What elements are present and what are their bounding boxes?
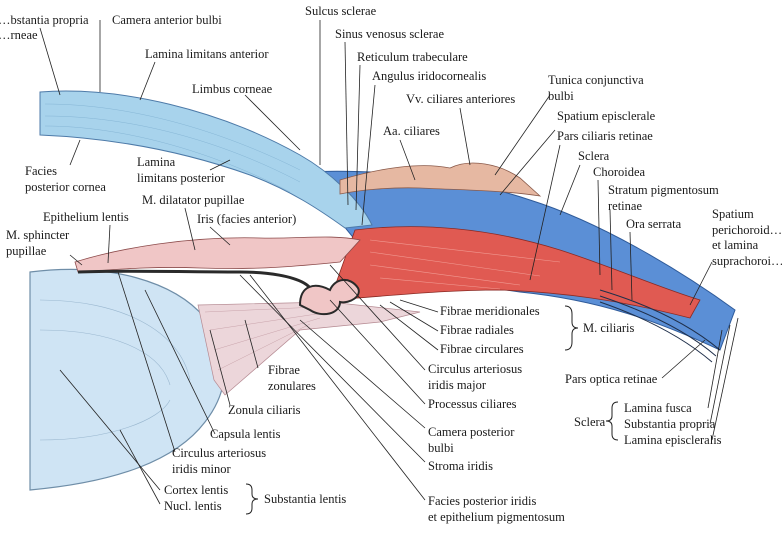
label-camera-posterior-1: Camera posterior xyxy=(428,425,515,439)
labels: …bstantia propria …rneae Camera anterior… xyxy=(0,4,782,524)
label-substantia-propria-1: …bstantia propria xyxy=(0,13,89,27)
cornea-lamellae xyxy=(44,103,301,193)
label-circulus-minor-1: Circulus arteriosus xyxy=(172,446,266,460)
label-pars-ciliaris-retinae: Pars ciliaris retinae xyxy=(557,129,653,143)
label-capsula-lentis: Capsula lentis xyxy=(210,427,281,441)
label-angulus-iridocornealis: Angulus iridocornealis xyxy=(372,69,486,83)
label-sinus-venosus: Sinus venosus sclerae xyxy=(335,27,444,41)
label-ora-serrata: Ora serrata xyxy=(626,217,682,231)
label-facies-posterior-iridis-2: et epithelium pigmentosum xyxy=(428,510,565,524)
label-zonula-ciliaris: Zonula ciliaris xyxy=(228,403,301,417)
m-ciliaris-brace xyxy=(564,305,579,351)
label-facies-posterior-cornea-1: Facies xyxy=(25,164,57,178)
label-circulus-major-2: iridis major xyxy=(428,378,487,392)
label-spatium-2: perichoroid… xyxy=(712,223,782,237)
label-fibrae-radiales: Fibrae radiales xyxy=(440,323,514,337)
label-substantia-lentis: Substantia lentis xyxy=(264,492,346,506)
label-facies-posterior-cornea-2: posterior cornea xyxy=(25,180,106,194)
label-camera-posterior-2: bulbi xyxy=(428,441,454,455)
label-aa-ciliares: Aa. ciliares xyxy=(383,124,440,138)
label-circulus-minor-2: iridis minor xyxy=(172,462,232,476)
label-fibrae-zonulares-2: zonulares xyxy=(268,379,316,393)
label-pars-optica-retinae: Pars optica retinae xyxy=(565,372,658,386)
label-spatium-3: et lamina xyxy=(712,238,759,252)
label-m-sphincter-1: M. sphincter xyxy=(6,228,70,242)
label-choroidea: Choroidea xyxy=(593,165,646,179)
label-tunica-conjunctiva-2: bulbi xyxy=(548,89,574,103)
ciliary-processes xyxy=(298,279,360,316)
label-lamina-episcleralis: Lamina episcleralis xyxy=(624,433,722,447)
label-substantia-propria-2: …rneae xyxy=(0,28,38,42)
label-processus-ciliares: Processus ciliares xyxy=(428,397,517,411)
conjunctiva xyxy=(339,162,542,197)
choroid-layers xyxy=(599,289,721,363)
label-sulcus-sclerae: Sulcus sclerae xyxy=(305,4,377,18)
label-nucl-lentis: Nucl. lentis xyxy=(164,499,222,513)
label-tunica-conjunctiva-1: Tunica conjunctiva xyxy=(548,73,644,87)
lens-nucleus-lines xyxy=(39,299,191,441)
label-fibrae-zonulares-1: Fibrae xyxy=(268,363,300,377)
label-sclera-top: Sclera xyxy=(578,149,610,163)
substantia-lentis-brace xyxy=(245,483,259,515)
anatomy-illustration xyxy=(29,90,736,491)
zonula-ciliaris xyxy=(197,301,421,396)
label-spatium-4: suprachoroi… xyxy=(712,254,782,268)
label-facies-posterior-iridis-1: Facies posterior iridis xyxy=(428,494,536,508)
label-substantia-propria-bottom: Substantia propria xyxy=(624,417,716,431)
label-lamina-limitans-posterior-2: limitans posterior xyxy=(137,171,226,185)
label-m-sphincter-2: pupillae xyxy=(6,244,47,258)
label-fibrae-meridionales: Fibrae meridionales xyxy=(440,304,540,318)
label-circulus-major-1: Circulus arteriosus xyxy=(428,362,522,376)
label-limbus-corneae: Limbus corneae xyxy=(192,82,273,96)
label-stratum-pigmentosum-2: retinae xyxy=(608,199,642,213)
label-sclera-bottom: Sclera xyxy=(574,415,606,429)
label-spatium-1: Spatium xyxy=(712,207,754,221)
label-cortex-lentis: Cortex lentis xyxy=(164,483,228,497)
label-vv-ciliares: Vv. ciliares anteriores xyxy=(406,92,515,106)
sclera-layers-brace xyxy=(605,401,619,441)
label-stratum-pigmentosum-1: Stratum pigmentosum xyxy=(608,183,719,197)
cornea xyxy=(39,90,373,229)
label-lamina-limitans-posterior-1: Lamina xyxy=(137,155,176,169)
label-lamina-fusca: Lamina fusca xyxy=(624,401,692,415)
label-stroma-iridis: Stroma iridis xyxy=(428,459,493,473)
label-iris-facies-anterior: Iris (facies anterior) xyxy=(197,212,296,226)
label-camera-anterior: Camera anterior bulbi xyxy=(112,13,222,27)
label-epithelium-lentis: Epithelium lentis xyxy=(43,210,129,224)
iris xyxy=(74,236,361,273)
label-m-ciliaris: M. ciliaris xyxy=(583,321,635,335)
ciliary-muscle-fibres xyxy=(369,239,561,290)
label-spatium-episclerale: Spatium episclerale xyxy=(557,109,656,123)
zonular-fibre-lines xyxy=(204,305,341,371)
leader-lines xyxy=(39,20,739,505)
label-reticulum-trabeculare: Reticulum trabeculare xyxy=(357,50,468,64)
label-fibrae-circulares: Fibrae circulares xyxy=(440,342,524,356)
label-lamina-limitans-anterior: Lamina limitans anterior xyxy=(145,47,269,61)
label-m-dilatator: M. dilatator pupillae xyxy=(142,193,245,207)
